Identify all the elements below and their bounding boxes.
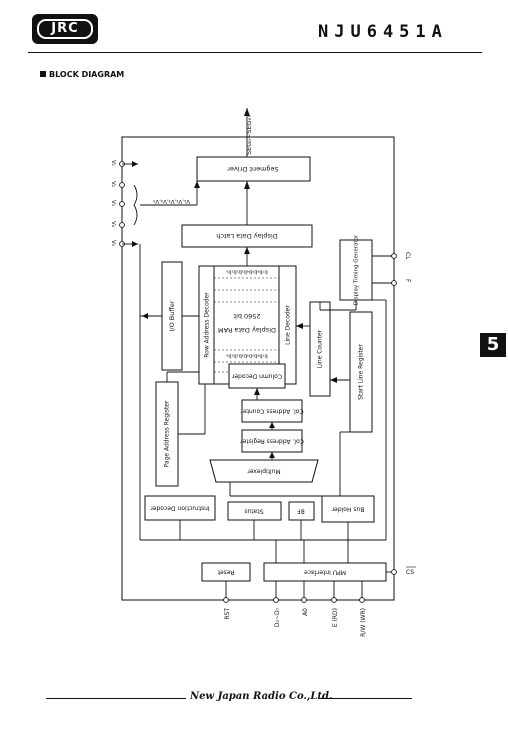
ram-cols-bottom: b₇b₆b₅b₄b₃b₂b₁b₀ xyxy=(226,353,267,359)
col-addr-counter-label: Col. Address Counter xyxy=(240,408,304,415)
column-decoder-block xyxy=(228,363,286,389)
pin-cs-label: CS xyxy=(406,569,414,576)
seg-output-label: SEG₀~SEG₆₇ xyxy=(245,115,253,155)
bus-holder-label: Bus Holder xyxy=(331,506,364,513)
line-counter-label: Line Counter xyxy=(317,329,324,368)
pin-e-label: E (RD) xyxy=(332,608,339,627)
segment-driver-block xyxy=(196,156,311,182)
pin-v4-label: V₄ xyxy=(110,221,116,228)
instruction-decoder-block xyxy=(144,495,216,521)
io-buffer-label: I/O Buffer xyxy=(168,300,176,331)
pin-a0-label: A0 xyxy=(302,608,309,616)
mpu-interface-label: MPU Interface xyxy=(304,569,346,576)
display-ram-label: Display Data RAM xyxy=(218,326,276,334)
status-block xyxy=(227,501,282,521)
pin-v3-label: V₃ xyxy=(110,200,116,206)
display-timing-generator-block xyxy=(339,239,373,301)
header-rule xyxy=(28,52,482,53)
display-data-latch-label: Display Data Latch xyxy=(216,232,277,240)
row-address-decoder-label: Row Address Decoder xyxy=(204,292,211,358)
pin-rw-label: R/W (WR) xyxy=(360,608,367,637)
bf-block xyxy=(288,501,315,521)
bullet-icon xyxy=(40,71,46,77)
col-addr-register-label: Col. Address Register xyxy=(240,438,304,445)
ram-cols-top: b₇b₆b₅b₄b₃b₂b₁b₀ xyxy=(226,269,267,275)
multiplexer-label: Multiplexer xyxy=(247,468,281,475)
pin-v5-label: V₅ xyxy=(110,240,116,246)
instruction-decoder-label: Instruction Decoder xyxy=(150,505,210,512)
footer-rule-left xyxy=(46,698,186,699)
left-pins: V₁ V₂ V₃ V₄ V₅ xyxy=(110,160,125,247)
jrc-logo: JRC xyxy=(32,14,98,44)
chapter-tab: 5 xyxy=(480,333,506,357)
status-label: Status xyxy=(244,508,263,515)
pin-cl-label: CL xyxy=(404,252,411,260)
start-line-register-label: Start Line Register xyxy=(358,344,365,400)
bf-label: BF xyxy=(297,508,305,515)
footer-company: New Japan Radio Co.,Ltd. xyxy=(190,691,333,702)
column-decoder-label: Column Decoder xyxy=(231,373,282,380)
logo-text: JRC xyxy=(37,19,93,39)
pin-rst-label: RST xyxy=(224,608,231,620)
part-number: NJU6451A xyxy=(318,22,448,42)
line-decoder-block xyxy=(278,265,297,385)
footer-rule-right xyxy=(318,698,412,699)
ram-bits-label: 2560 bit xyxy=(233,312,261,320)
segment-driver-label: Segment Driver xyxy=(227,165,279,173)
chip-outline xyxy=(121,136,395,601)
pin-v2-label: V₂ xyxy=(110,181,116,187)
start-line-register-block xyxy=(349,311,373,433)
page-addr-register-label: Page Address Register xyxy=(164,400,171,467)
v-supply-label: V₁,V₂,V₃,V₄,V₅ xyxy=(153,198,190,204)
line-decoder-label: Line Decoder xyxy=(285,305,292,345)
multiplexer-block xyxy=(209,459,319,483)
section-title-text: BLOCK DIAGRAM xyxy=(49,70,125,79)
pin-v1-label: V₁ xyxy=(110,160,116,166)
reset-label: Reset xyxy=(217,569,234,576)
pin-d0-d7-label: D₀~D₇ xyxy=(274,607,281,627)
pin-f-label: F xyxy=(404,279,411,283)
section-title: BLOCK DIAGRAM xyxy=(40,70,124,79)
display-timing-generator-label: Display Timing Generator xyxy=(354,234,360,305)
